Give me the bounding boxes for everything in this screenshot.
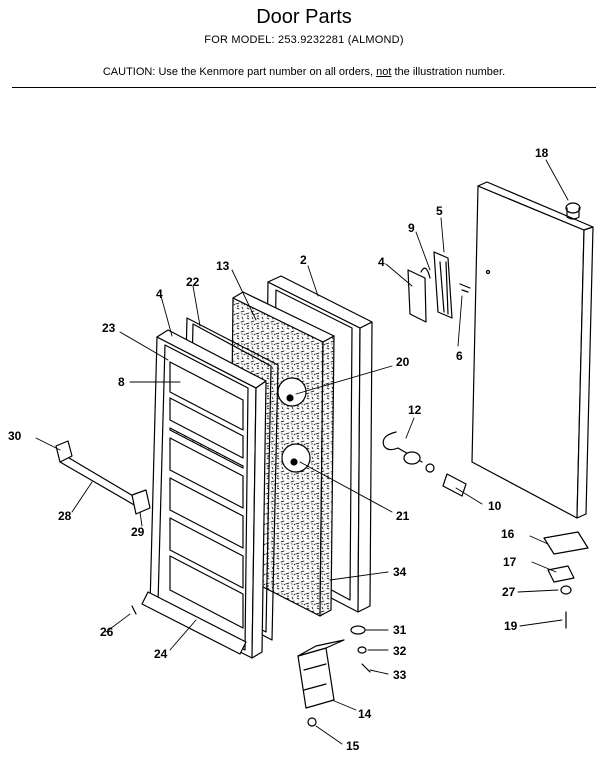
callout-33: 33 <box>393 668 407 682</box>
callout-16: 16 <box>501 527 515 541</box>
callout-8: 8 <box>118 375 125 389</box>
bottom-hinge-parts <box>543 531 589 629</box>
callout-34: 34 <box>393 565 407 579</box>
handle-assembly <box>382 431 467 497</box>
inner-door-liner <box>149 329 267 659</box>
page-header: Door Parts FOR MODEL: 253.9232281 (ALMON… <box>0 0 608 90</box>
screws-and-fasteners <box>277 202 581 473</box>
callout-4-left: 4 <box>156 287 163 301</box>
callout-17: 17 <box>503 555 517 569</box>
hinge-parts <box>407 251 471 323</box>
page-title: Door Parts <box>256 6 352 28</box>
callout-15: 15 <box>346 739 360 753</box>
callout-4-right: 4 <box>378 255 385 269</box>
callout-6: 6 <box>456 349 463 363</box>
callout-18: 18 <box>535 146 549 160</box>
model-line: FOR MODEL: 253.9232281 (ALMOND) <box>204 34 404 46</box>
caution-emphasis: not <box>376 66 392 78</box>
callout-24: 24 <box>154 647 168 661</box>
callout-5: 5 <box>436 204 443 218</box>
callout-14: 14 <box>358 707 372 721</box>
callout-22: 22 <box>186 275 200 289</box>
callout-27: 27 <box>502 585 516 599</box>
callout-23: 23 <box>102 321 116 335</box>
callout-21: 21 <box>396 509 410 523</box>
callout-labels: 18 5 9 2 13 4 22 4 23 6 20 8 12 30 10 28… <box>8 146 549 753</box>
callout-2: 2 <box>300 253 307 267</box>
callout-19: 19 <box>504 619 518 633</box>
bottom-bracket <box>297 639 345 727</box>
callout-32: 32 <box>393 644 407 658</box>
bottom-trim <box>141 591 247 655</box>
outer-door-panel <box>471 181 594 519</box>
header-rule <box>12 87 596 88</box>
callout-26: 26 <box>100 625 114 639</box>
callout-28: 28 <box>58 509 72 523</box>
callout-30: 30 <box>8 429 22 443</box>
callout-12: 12 <box>408 403 422 417</box>
callout-10: 10 <box>488 499 502 513</box>
callout-20: 20 <box>396 355 410 369</box>
callout-13: 13 <box>216 259 230 273</box>
caution-text-suffix: the illustration number. <box>391 66 506 78</box>
small-fasteners <box>131 605 371 673</box>
callout-9: 9 <box>408 221 415 235</box>
shelf-rail-assembly <box>55 440 151 515</box>
caution-text-prefix: CAUTION: Use the Kenmore part number on … <box>102 66 377 78</box>
callout-29: 29 <box>131 525 145 539</box>
caution-note: CAUTION: Use the Kenmore part number on … <box>0 66 608 78</box>
leader-lines <box>35 159 569 745</box>
callout-31: 31 <box>393 623 407 637</box>
